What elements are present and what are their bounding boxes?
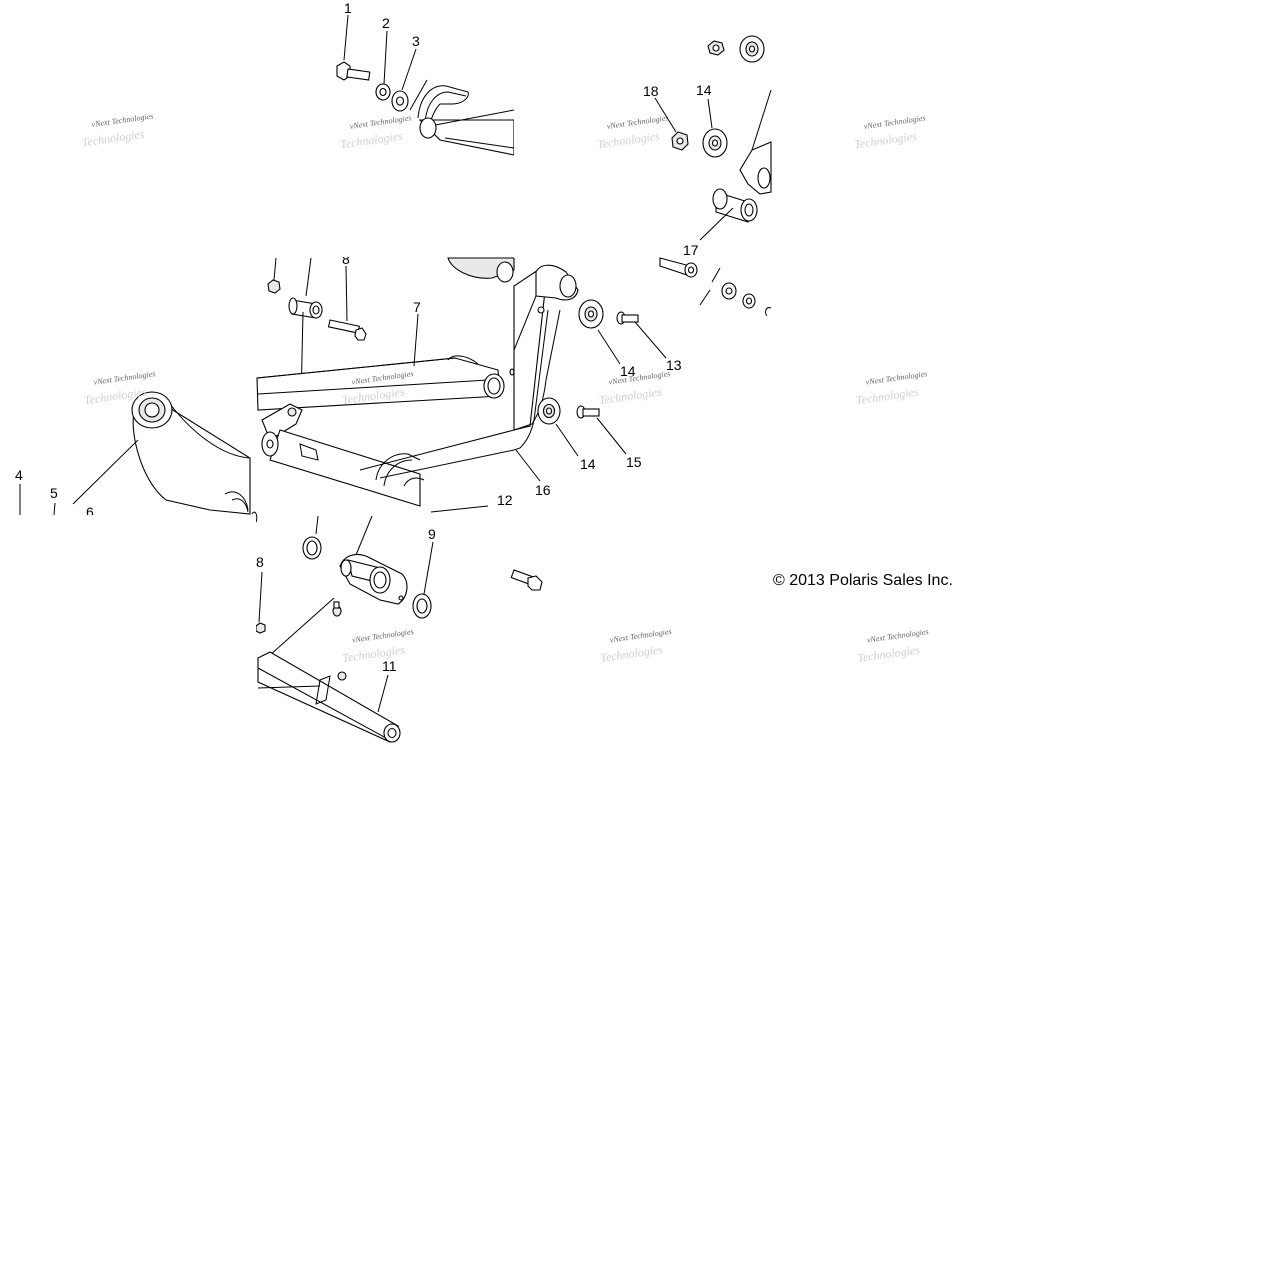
svg-text:vNext Technologies: vNext Technologies [608, 369, 671, 387]
bushing-part-17 [712, 188, 758, 223]
callout-8: 8 [342, 251, 350, 267]
watermark: Technologies vNext Technologies [856, 627, 929, 665]
callout-1: 1 [344, 0, 352, 16]
callout-4: 4 [15, 467, 23, 483]
callout-5: 5 [50, 485, 58, 501]
tile-gap [257, 183, 514, 257]
bolt-part-lower-right [510, 569, 543, 591]
nut-part-middle [267, 279, 281, 294]
svg-text:vNext Technologies: vNext Technologies [609, 627, 672, 645]
watermarks: Technologies vNext Technologies Technolo… [81, 111, 929, 665]
washer-part-top [739, 35, 765, 63]
svg-text:vNext Technologies: vNext Technologies [93, 369, 156, 387]
callout-2: 2 [382, 15, 390, 31]
washer-part-14-lower [537, 397, 561, 425]
tile-middle [256, 257, 667, 513]
callout-12: 12 [497, 492, 513, 508]
arm-loop-upper [417, 85, 515, 156]
svg-text:Technologies: Technologies [856, 642, 921, 665]
tile-top-right [654, 35, 772, 317]
shaft-part-11 [257, 651, 401, 743]
bolt-part-15 [576, 405, 600, 419]
washer-part-3 [391, 90, 409, 112]
callout-16: 16 [535, 482, 551, 498]
arm-assembly-lower [261, 403, 515, 507]
nut-part-8-lower [255, 622, 266, 634]
shock-top-middle [447, 257, 515, 283]
bracket-upper-right [739, 89, 772, 195]
svg-text:vNext Technologies: vNext Technologies [863, 113, 926, 131]
tile-gap [514, 0, 594, 258]
tile-lower-middle [255, 515, 543, 743]
callout-9: 9 [428, 526, 436, 542]
watermark: Technologies vNext Technologies [855, 369, 928, 408]
callout-17: 17 [683, 242, 699, 258]
callout-14: 14 [580, 456, 596, 472]
svg-text:Technologies: Technologies [599, 642, 664, 665]
svg-text:Technologies: Technologies [855, 385, 920, 408]
callout-7: 7 [413, 299, 421, 315]
washer-part-9 [412, 593, 432, 619]
svg-text:Technologies: Technologies [596, 129, 661, 152]
svg-text:vNext Technologies: vNext Technologies [866, 627, 929, 645]
svg-text:vNext Technologies: vNext Technologies [865, 369, 928, 387]
watermark: Technologies vNext Technologies [81, 111, 154, 150]
callout-14: 14 [620, 363, 636, 379]
svg-text:Technologies: Technologies [853, 129, 918, 152]
svg-text:vNext Technologies: vNext Technologies [91, 111, 154, 129]
svg-text:Technologies: Technologies [598, 384, 663, 407]
nut-part-top [707, 40, 725, 56]
callout-15: 15 [626, 454, 642, 470]
callout-11: 11 [382, 658, 397, 674]
bolt-part-8-upper [327, 319, 367, 341]
svg-text:Technologies: Technologies [81, 127, 146, 150]
bolt-part-13 [616, 311, 639, 325]
watermark: Technologies vNext Technologies [599, 627, 672, 665]
arm-part-7 [256, 355, 505, 411]
tile-gap [0, 515, 256, 773]
pivot-part [339, 553, 408, 605]
shock-absorber-part [131, 391, 258, 523]
watermark: Technologies vNext Technologies [596, 113, 669, 152]
washer-part-lower-right-b [742, 293, 756, 309]
callout-8: 8 [256, 554, 264, 570]
svg-text:vNext Technologies: vNext Technologies [349, 113, 412, 131]
washer-part-lower-right-a [721, 282, 737, 300]
callout-18: 18 [643, 83, 659, 99]
bolt-part-1 [336, 61, 371, 81]
callout-13: 13 [666, 357, 682, 373]
callout-3: 3 [412, 33, 420, 49]
callout-14: 14 [696, 82, 712, 98]
tile-left-shock [19, 391, 258, 523]
svg-text:vNext Technologies: vNext Technologies [351, 627, 414, 645]
watermark: Technologies vNext Technologies [853, 113, 926, 152]
grease-fitting-lower [337, 671, 347, 681]
washer-part-2 [375, 83, 391, 101]
svg-text:Technologies: Technologies [339, 129, 404, 152]
copyright-notice: © 2013 Polaris Sales Inc. [773, 572, 953, 589]
callout-6: 6 [86, 504, 94, 520]
tube-part-lower-right [659, 257, 698, 278]
bracket-part-16 [509, 264, 579, 451]
spacer-part-middle [288, 297, 323, 319]
grease-fitting-upper [332, 601, 342, 617]
watermark: Technologies vNext Technologies [339, 113, 412, 152]
washer-part-lower-left [302, 536, 322, 560]
watermark: Technologies vNext Technologies [341, 627, 414, 665]
washer-part-14-middle [578, 299, 604, 329]
svg-text:vNext Technologies: vNext Technologies [606, 113, 669, 131]
washer-part-14-upper [702, 128, 728, 158]
nut-part-18 [671, 131, 689, 151]
